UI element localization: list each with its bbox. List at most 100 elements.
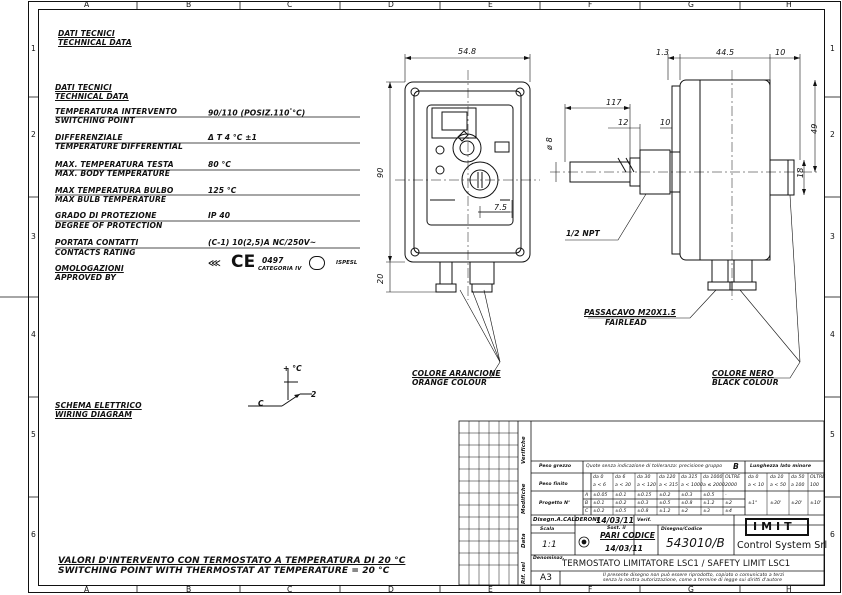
spec-differential-it: DIFFERENZIALE (55, 133, 123, 142)
wiring-temp-label: + °C (283, 364, 302, 373)
spec-approvals-en: APPROVED BY (55, 273, 117, 282)
col-letter-b-bottom: B (186, 585, 192, 594)
tb-tol-group: B (733, 462, 739, 471)
spec-switching-point-en: SWITCHING POINT (55, 116, 135, 125)
row-number-2-right: 2 (830, 130, 835, 139)
wiring-2-label: 2 (311, 390, 317, 399)
col-letter-d-bottom: D (388, 585, 394, 594)
col-letter-h-bottom: H (786, 585, 792, 594)
col-letter-a: A (84, 0, 90, 9)
ce-number: 0497 (262, 256, 284, 265)
specs-header-it: DATI TECNICI (58, 29, 115, 38)
tb-peso-finito: Peso finito (539, 482, 568, 487)
dim-front-width: 54.8 (458, 47, 477, 56)
ang-range-from: da 10 (770, 475, 784, 480)
tol-cell-c: ±1.2 (659, 509, 671, 514)
specs-header2-en: TECHNICAL DATA (55, 92, 129, 101)
tol-range-from: da 6 (615, 475, 626, 480)
tb-date: 14/03/11 (596, 516, 635, 525)
tb-side-data: Data (521, 533, 527, 548)
ang-range-from: OLTRE (810, 475, 826, 480)
row-number-1: 1 (31, 44, 36, 53)
tb-legal-2: senza la nostra autorizzazione, come a t… (603, 578, 783, 583)
tb-progetto: Progetto N° (539, 501, 571, 506)
tol-row-c-label: C (585, 509, 589, 514)
tol-cell-a: ±0.3 (681, 493, 693, 498)
col-letter-d: D (388, 0, 394, 9)
tol-cell-a: - (725, 493, 727, 498)
dim-side-18: 18 (796, 167, 805, 178)
tol-cell-c: ±0.2 (593, 509, 605, 514)
tb-code-label: Disegno/Codice (661, 527, 703, 532)
tol-range-from: da 1000 (703, 475, 723, 480)
spec-contacts-it: PORTATA CONTATTI (55, 238, 139, 247)
tb-disegnatore: Disegn.A.CALDERONI (533, 517, 600, 523)
tol-range-to: a < 6 (593, 483, 607, 488)
spec-switching-point-it: TEMPERATURA INTERVENTO (55, 107, 178, 116)
tb-title: TERMOSTATO LIMITATORE LSC1 / SAFETY LIMI… (562, 559, 791, 569)
fairlead-label-it: PASSACAVO M20X1.5 (584, 308, 676, 317)
spec-body-temp-en: MAX. BODY TEMPERATURE (55, 169, 171, 178)
row-number-5-right: 5 (830, 430, 835, 439)
col-letter-c-bottom: C (287, 585, 293, 594)
side-callout-en: BLACK COLOUR (712, 378, 779, 387)
row-number-3-right: 3 (830, 232, 835, 241)
wiring-c-label: C (258, 399, 264, 408)
spec-contacts-en: CONTACTS RATING (55, 248, 136, 257)
tol-row-a-label: A (585, 493, 589, 498)
arrowheads (294, 56, 817, 398)
note-en: SWITCHING POINT WITH THERMOSTAT AT TEMPE… (58, 566, 390, 576)
tol-cell-b: ±0.5 (659, 501, 671, 506)
outer-frame (28, 1, 841, 593)
ispesl-logo-icon (309, 256, 325, 270)
spec-protection-it: GRADO DI PROTEZIONE (55, 211, 157, 220)
spec-protection-value: IP 40 (208, 211, 231, 220)
tb-ang-header: Lunghezza lato minore (750, 464, 812, 469)
col-letter-e-bottom: E (488, 585, 493, 594)
col-letter-c: C (287, 0, 293, 9)
tb-side-verifiche: Verifiche (521, 436, 527, 464)
front-dimensions (386, 54, 531, 379)
ang-range-from: da 0 (748, 475, 759, 480)
ang-cell: ±10' (810, 501, 822, 506)
tol-cell-b: ±0.3 (637, 501, 649, 506)
ang-range-to: a < 50 (770, 483, 787, 488)
ang-cell: ±30' (770, 501, 782, 506)
col-letter-e: E (488, 0, 493, 9)
tol-range-to: a < 315 (659, 483, 679, 488)
tb-scala-label: Scala (540, 527, 555, 532)
tb-legal-1: Il presente disegno non può essere ripro… (603, 573, 785, 578)
col-letter-h: H (786, 0, 792, 9)
inner-frame (38, 9, 825, 586)
col-letter-g: G (688, 0, 694, 9)
spec-body-temp-value: 80 °C (208, 160, 232, 169)
tol-cell-b: ±0.8 (681, 501, 693, 506)
tol-range-to: 2000 (725, 483, 738, 488)
imit-logo-icon: IMIT (745, 518, 809, 536)
column-ticks (136, 1, 741, 593)
tol-cell-a: ±0.15 (637, 493, 652, 498)
tb-company: Control System Srl (737, 540, 828, 551)
dim-side-12: 12 (618, 118, 629, 127)
spec-underlines (55, 116, 360, 249)
col-letter-f-bottom: F (588, 585, 593, 594)
col-letter-b: B (186, 0, 192, 9)
npt-label: 1/2 NPT (566, 229, 600, 238)
tol-cell-a: ±0.1 (615, 493, 627, 498)
tb-tol-header: Quote senza indicazione di tolleranza: p… (586, 464, 723, 469)
row-number-2: 2 (31, 130, 36, 139)
spec-bulb-temp-value: 125 °C (208, 186, 237, 195)
spec-bulb-temp-it: MAX TEMPERATURA BULBO (55, 186, 174, 195)
tb-denom-label: Denominaz. (533, 556, 565, 561)
tb-peso-grezzo: Peso grezzo (539, 464, 572, 469)
ce-mark-icon: ⋘ (208, 259, 221, 269)
tol-cell-b: ±0.1 (593, 501, 605, 506)
col-letter-f: F (588, 0, 593, 9)
tol-range-to: a < 120 (637, 483, 657, 488)
tb-side-rif: Rif. nel (521, 561, 527, 584)
dim-side-10: 10 (775, 48, 786, 57)
wiring-symbol (248, 368, 312, 407)
row-number-6-right: 6 (830, 530, 835, 539)
spec-bulb-temp-en: MAX BULB TEMPERATURE (55, 195, 167, 204)
